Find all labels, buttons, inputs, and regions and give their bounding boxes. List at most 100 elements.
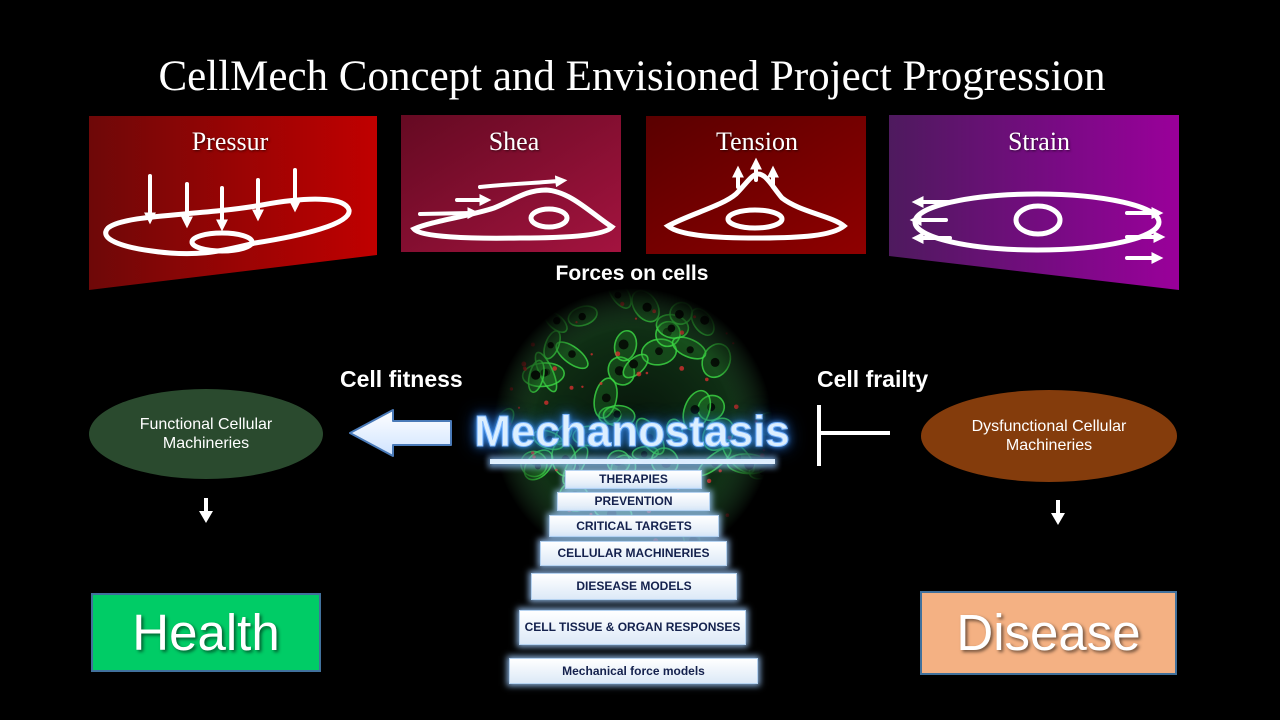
underline-bar bbox=[490, 459, 775, 464]
step-mechanical-force-models: Mechanical force models bbox=[509, 658, 758, 684]
strain-cell-icon bbox=[909, 191, 1166, 264]
disease-box: Disease bbox=[920, 591, 1177, 675]
health-box: Health bbox=[91, 593, 321, 672]
cell-nucleus-dot bbox=[690, 405, 700, 414]
red-stain-dot bbox=[693, 315, 697, 319]
inhibition-bar-icon bbox=[817, 405, 890, 466]
red-stain-dot bbox=[599, 382, 603, 385]
cell-nucleus-dot bbox=[710, 357, 720, 367]
cell-nucleus-dot bbox=[700, 315, 710, 325]
nucleus bbox=[189, 230, 255, 254]
cell-nucleus-dot bbox=[675, 309, 684, 319]
red-stain-dot bbox=[705, 377, 709, 382]
cell-nucleus-dot bbox=[645, 433, 654, 443]
red-stain-dot bbox=[569, 385, 574, 390]
force-panel-pressure bbox=[89, 116, 377, 290]
nucleus bbox=[528, 206, 570, 230]
force-panel-strain bbox=[889, 115, 1179, 290]
red-stain-dot bbox=[521, 361, 527, 367]
force-label-shear: Shea bbox=[488, 127, 540, 156]
red-stain-dot bbox=[531, 451, 535, 455]
red-stain-dot bbox=[517, 406, 521, 409]
red-stain-dot bbox=[509, 387, 514, 391]
step-therapies: THERAPIES bbox=[565, 470, 702, 489]
pressure-cell-icon bbox=[103, 168, 352, 257]
cell-nucleus-dot bbox=[601, 393, 611, 403]
red-stain-dot bbox=[575, 321, 578, 324]
down-arrow-icon bbox=[199, 498, 213, 523]
left-block-arrow-icon bbox=[349, 409, 452, 457]
red-stain-dot bbox=[552, 366, 557, 371]
red-stain-dot bbox=[725, 332, 728, 335]
force-panel-tension bbox=[646, 116, 866, 254]
force-panel-shear bbox=[401, 115, 621, 252]
step-disease-models: DIESEASE MODELS bbox=[531, 573, 737, 600]
dysfunctional-machineries-text: Dysfunctional Cellular Machineries bbox=[971, 418, 1127, 454]
cell-nucleus-dot bbox=[605, 412, 615, 421]
slide-title: CellMech Concept and Envisioned Project … bbox=[158, 53, 1106, 100]
cell-nucleus-dot bbox=[547, 342, 554, 349]
red-stain-dot bbox=[679, 330, 685, 335]
mechanostasis-label: Mechanostasis bbox=[474, 407, 790, 457]
force-label-pressure: Pressur bbox=[191, 127, 269, 156]
health-label: Health bbox=[132, 604, 280, 661]
tension-cell-icon bbox=[663, 157, 848, 241]
red-stain-dot bbox=[718, 469, 722, 473]
force-label-strain: Strain bbox=[1007, 127, 1071, 156]
cell-nucleus-dot bbox=[614, 366, 625, 376]
red-stain-dot bbox=[725, 513, 730, 517]
red-stain-dot bbox=[732, 342, 735, 345]
cell-nucleus-dot bbox=[613, 410, 621, 418]
step-cell-tissue-organ-responses: CELL TISSUE & ORGAN RESPONSES bbox=[519, 610, 746, 645]
red-stain-dot bbox=[706, 478, 712, 484]
red-stain-dot bbox=[762, 448, 766, 452]
red-stain-dot bbox=[615, 351, 621, 357]
red-stain-dot bbox=[544, 400, 549, 405]
red-stain-dot bbox=[530, 342, 535, 347]
red-stain-dot bbox=[516, 430, 522, 436]
cell-nucleus-dot bbox=[707, 403, 716, 412]
force-arrow bbox=[478, 175, 568, 189]
cell-nucleus-dot bbox=[762, 420, 772, 429]
force-label-tension: Tension bbox=[716, 127, 798, 156]
red-stain-dot bbox=[567, 422, 573, 427]
cell-frailty-label: Cell frailty bbox=[817, 366, 929, 392]
cell-nucleus-dot bbox=[670, 424, 678, 433]
red-stain-dot bbox=[522, 366, 527, 370]
dysfunctional-machineries-ellipse: Dysfunctional Cellular Machineries bbox=[921, 390, 1177, 482]
cell-outline bbox=[410, 187, 616, 241]
cell-nucleus-dot bbox=[583, 432, 593, 442]
red-stain-dot bbox=[652, 309, 657, 314]
step-cellular-machineries: CELLULAR MACHINERIES bbox=[540, 541, 727, 566]
cell-nucleus-dot bbox=[501, 420, 508, 427]
cell-nucleus-dot bbox=[568, 350, 576, 358]
red-stain-dot bbox=[581, 385, 584, 388]
nucleus bbox=[1013, 203, 1063, 237]
cell-nucleus-dot bbox=[553, 317, 561, 325]
cell-nucleus-dot bbox=[667, 324, 676, 333]
mechanostasis-underline bbox=[488, 456, 777, 468]
red-stain-dot bbox=[636, 371, 642, 377]
cell-nucleus-dot bbox=[618, 339, 629, 350]
panel-background bbox=[89, 116, 377, 290]
red-stain-dot bbox=[554, 468, 558, 472]
functional-machineries-ellipse: Functional Cellular Machineries bbox=[89, 389, 323, 479]
cell-nucleus-dot bbox=[578, 312, 586, 321]
red-stain-dot bbox=[590, 353, 593, 356]
cell-outline bbox=[103, 196, 352, 257]
shear-cell-icon bbox=[410, 175, 616, 241]
cell-nucleus-dot bbox=[642, 302, 652, 312]
step-critical-targets: CRITICAL TARGETS bbox=[549, 515, 719, 537]
cell-nucleus-dot bbox=[614, 291, 622, 299]
cell-nucleus-dot bbox=[641, 451, 648, 458]
red-stain-dot bbox=[508, 422, 512, 426]
red-stain-dot bbox=[589, 512, 593, 516]
red-stain-dot bbox=[645, 371, 649, 375]
cell-nucleus-dot bbox=[629, 359, 639, 369]
step-prevention: PREVENTION bbox=[557, 492, 710, 511]
red-stain-dot bbox=[754, 420, 759, 424]
cell-fitness-label: Cell fitness bbox=[340, 366, 463, 392]
red-stain-dot bbox=[734, 404, 739, 410]
